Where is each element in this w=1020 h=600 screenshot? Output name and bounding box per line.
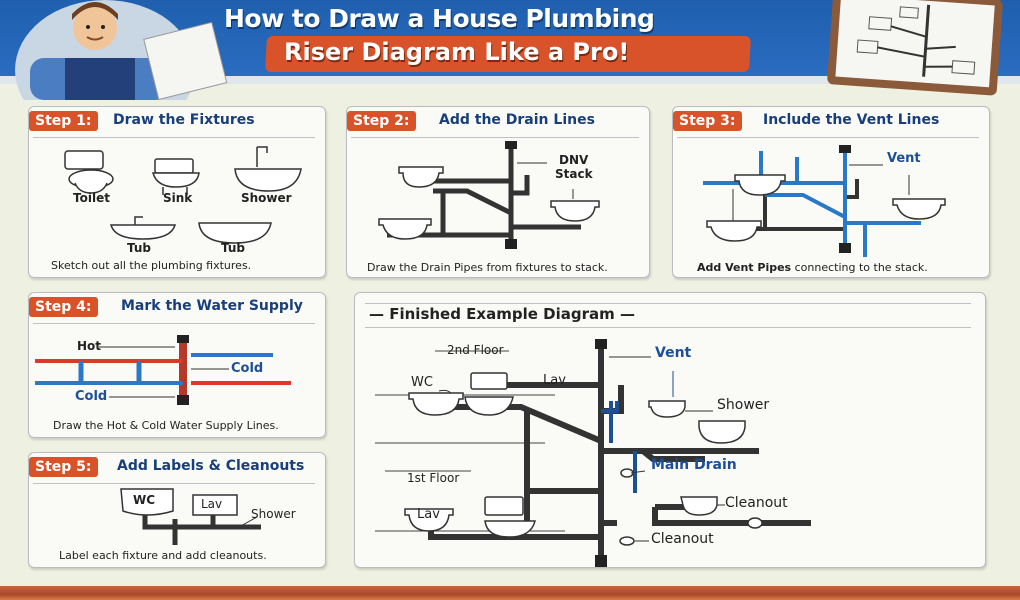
label-wc: WC: [133, 493, 156, 507]
label-vent: Vent: [887, 151, 921, 166]
label-lav: Lav: [201, 497, 223, 511]
plumber-mascot-icon: [15, 0, 228, 100]
label-dnv: DNV: [559, 153, 589, 167]
step-1-caption: Sketch out all the plumbing fixtures.: [51, 259, 252, 272]
label-vent: Vent: [655, 345, 692, 361]
drain-lines-illustration: [378, 141, 600, 249]
step-2-card: Step 2: Add the Drain Lines DNV Stack Dr…: [346, 106, 650, 278]
label-shower: Shower: [241, 191, 292, 205]
label-main-drain: Main Drain: [651, 457, 737, 473]
step-5-card: Step 5: Add Labels & Cleanouts WC Lav Sh…: [28, 452, 326, 568]
label-2nd-floor: 2nd Floor: [447, 343, 504, 357]
step-3-title: Include the Vent Lines: [763, 112, 940, 128]
labels-cleanouts-illustration: [120, 488, 261, 545]
step-5-caption: Label each fixture and add cleanouts.: [59, 549, 267, 562]
label-cold-right: Cold: [231, 361, 264, 376]
step-5-title: Add Labels & Cleanouts: [117, 458, 305, 474]
step-5-badge: Step 5:: [29, 457, 98, 477]
vent-lines-illustration: [703, 145, 946, 257]
label-toilet: Toilet: [73, 191, 110, 205]
label-lav-1st: Lav: [417, 507, 440, 522]
label-cleanout-2: Cleanout: [651, 531, 714, 547]
label-tub-2: Tub: [221, 241, 245, 255]
page-title-line2: Riser Diagram Like a Pro!: [284, 38, 630, 66]
step-2-title: Add the Drain Lines: [439, 112, 595, 128]
step-3-card: Step 3: Include the Vent Lines Vent Add …: [672, 106, 990, 278]
step-2-badge: Step 2:: [347, 111, 416, 131]
step-4-title: Mark the Water Supply: [121, 298, 303, 314]
sink-icon: [152, 158, 200, 195]
label-shower: Shower: [251, 507, 296, 521]
step-3-caption: Add Vent Pipes connecting to the stack.: [697, 261, 928, 274]
step-3-badge: Step 3:: [673, 111, 742, 131]
label-sink: Sink: [163, 191, 193, 205]
step-4-badge: Step 4:: [29, 297, 98, 317]
finished-example-card: — Finished Example Diagram —: [354, 292, 986, 568]
label-tub-1: Tub: [127, 241, 151, 255]
clipboard-icon: [826, 0, 1004, 96]
step-3-caption-bold: Add Vent Pipes: [697, 261, 792, 274]
page-title-line1: How to Draw a House Plumbing: [224, 4, 655, 33]
tub-icon: [110, 216, 176, 240]
step-3-caption-rest: connecting to the stack.: [794, 261, 928, 274]
label-cold-left: Cold: [75, 389, 108, 404]
fixtures-illustration: [64, 146, 302, 244]
label-wc: WC: [411, 375, 433, 390]
wood-floor-strip: [0, 586, 1020, 600]
step-4-card: Step 4: Mark the Water Supply Hot Cold C…: [28, 292, 326, 438]
step-1-title: Draw the Fixtures: [113, 112, 255, 128]
finished-title: — Finished Example Diagram —: [369, 305, 635, 323]
label-stack: Stack: [555, 167, 593, 181]
step-4-caption: Draw the Hot & Cold Water Supply Lines.: [53, 419, 279, 432]
header-stripe: [0, 76, 1020, 84]
water-supply-illustration: [35, 335, 291, 405]
label-lav-2nd: Lav: [543, 373, 566, 388]
step-2-caption: Draw the Drain Pipes from fixtures to st…: [367, 261, 608, 274]
label-shower: Shower: [717, 397, 770, 413]
label-hot: Hot: [77, 339, 102, 353]
riser-diagram: [375, 339, 811, 567]
label-cleanout-1: Cleanout: [725, 495, 788, 511]
step-1-badge: Step 1:: [29, 111, 98, 131]
label-1st-floor: 1st Floor: [407, 471, 460, 485]
tub-icon-2: [198, 222, 272, 244]
toilet-icon: [64, 150, 114, 194]
shower-icon: [234, 146, 302, 192]
step-1-card: Step 1: Draw the Fixtures Toilet Sink Sh…: [28, 106, 326, 278]
